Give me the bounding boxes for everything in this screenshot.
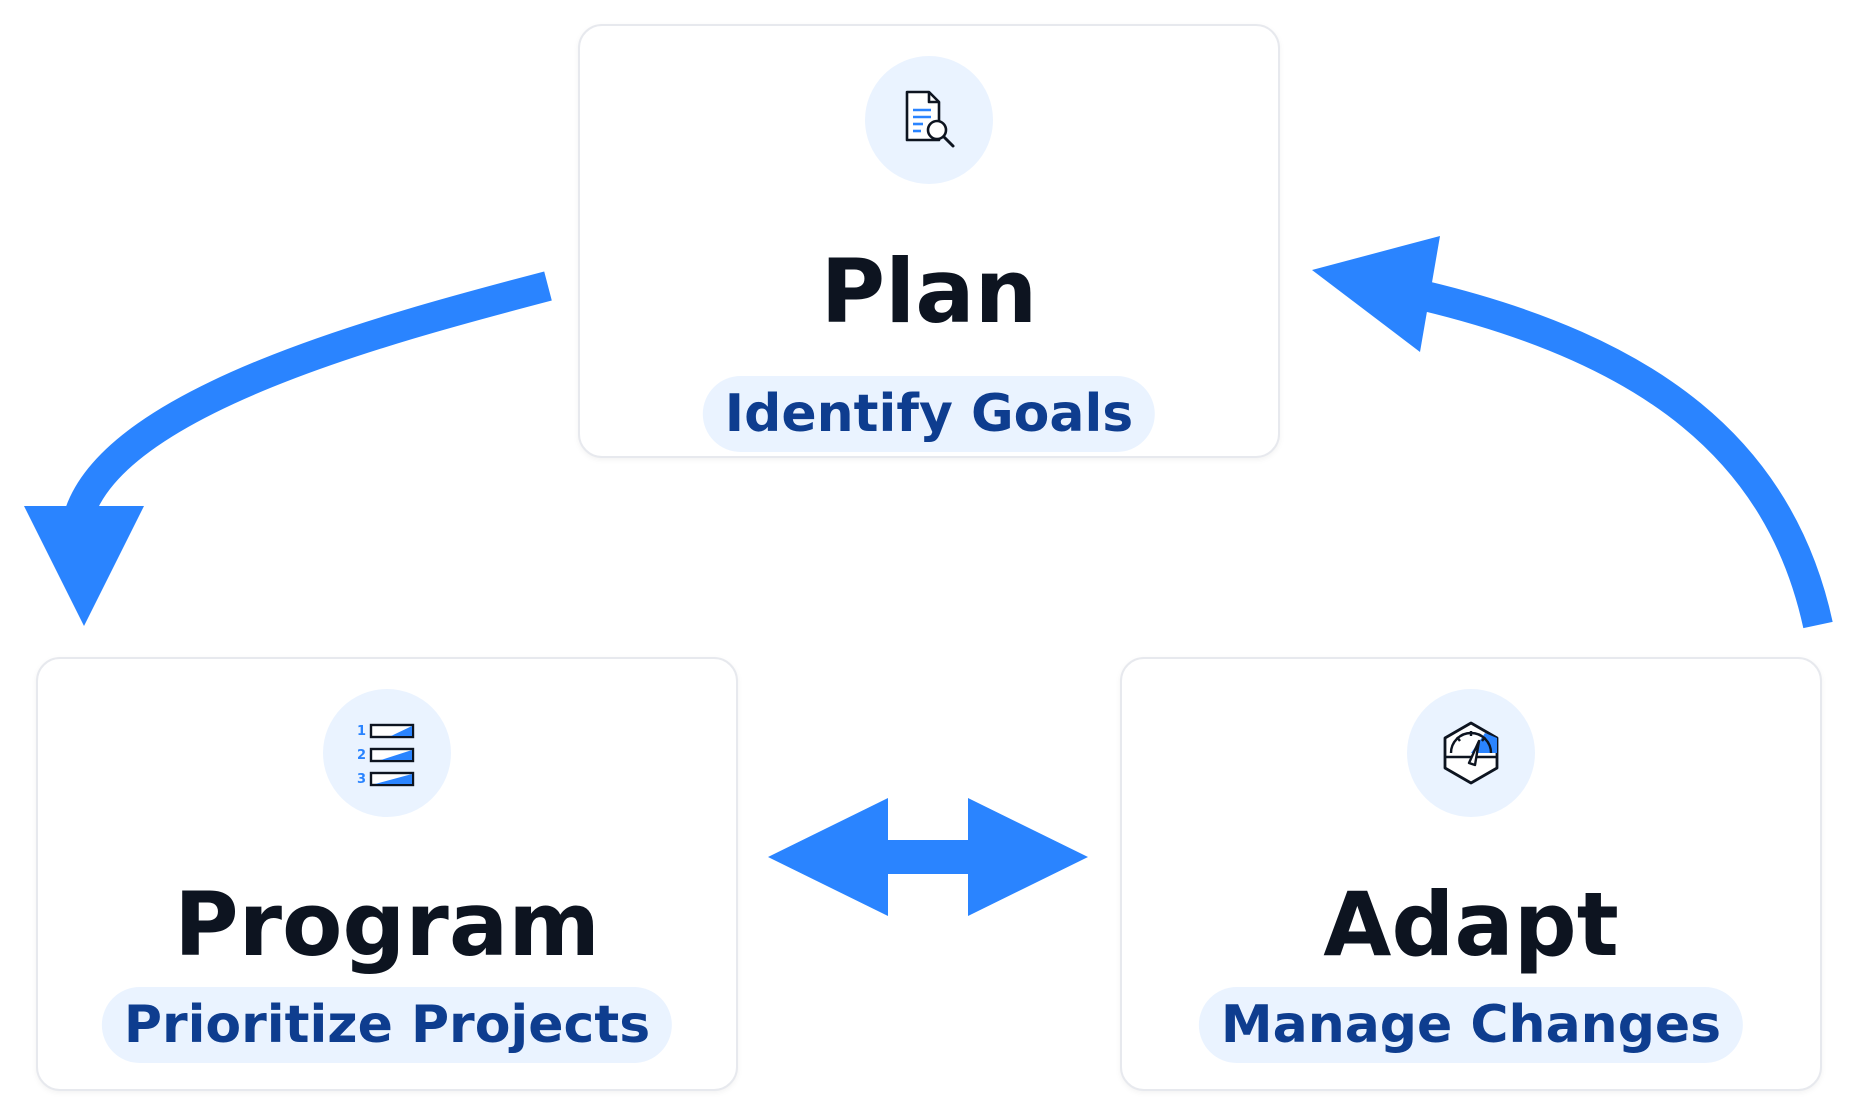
ranked-list-icon-circle: 1 2 3	[323, 689, 451, 817]
list-number-3: 3	[357, 772, 366, 787]
arrow-adapt-to-plan	[1312, 236, 1833, 629]
ranked-list-icon: 1 2 3	[357, 723, 415, 787]
card-program: 1 2 3 Program Prioritize Projects	[36, 657, 738, 1091]
node-title-program: Program	[174, 873, 600, 976]
node-subtitle-adapt: Manage Changes	[1198, 987, 1744, 1063]
node-title-adapt: Adapt	[1323, 873, 1619, 976]
card-plan: Plan Identify Goals	[578, 24, 1280, 458]
card-adapt: Adapt Manage Changes	[1120, 657, 1822, 1091]
node-subtitle-program: Prioritize Projects	[101, 987, 673, 1063]
gauge-icon	[1443, 721, 1499, 785]
gauge-icon-circle	[1407, 689, 1535, 817]
arrow-program-adapt-bidirectional	[768, 798, 1088, 916]
list-number-1: 1	[357, 724, 366, 739]
node-subtitle-plan: Identify Goals	[702, 376, 1156, 452]
node-title-plan: Plan	[820, 240, 1038, 343]
arrow-plan-to-program	[24, 271, 552, 626]
document-search-icon-circle	[865, 56, 993, 184]
document-search-icon	[905, 90, 955, 148]
list-number-2: 2	[357, 748, 366, 763]
